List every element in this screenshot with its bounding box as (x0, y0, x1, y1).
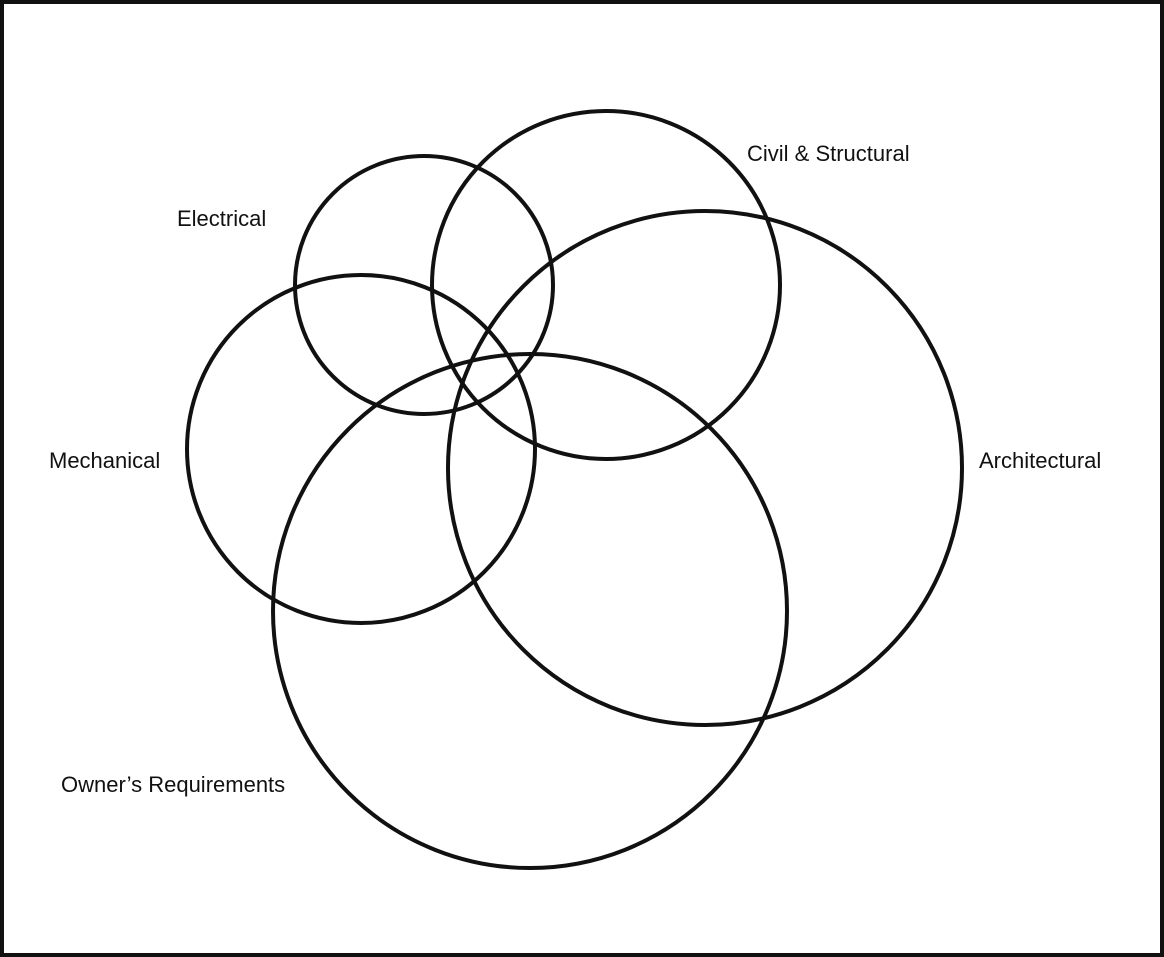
electrical-label: Electrical (177, 206, 266, 231)
architectural-circle (446, 209, 964, 727)
owners-requirements-label: Owner’s Requirements (61, 772, 285, 797)
civil-structural-label: Civil & Structural (747, 141, 910, 166)
electrical-circle (293, 154, 555, 416)
owners-requirements-circle (271, 352, 789, 870)
architectural-label: Architectural (979, 448, 1101, 473)
civil-structural-circle (430, 109, 782, 461)
mechanical-label: Mechanical (49, 448, 160, 473)
mechanical-circle (185, 273, 537, 625)
